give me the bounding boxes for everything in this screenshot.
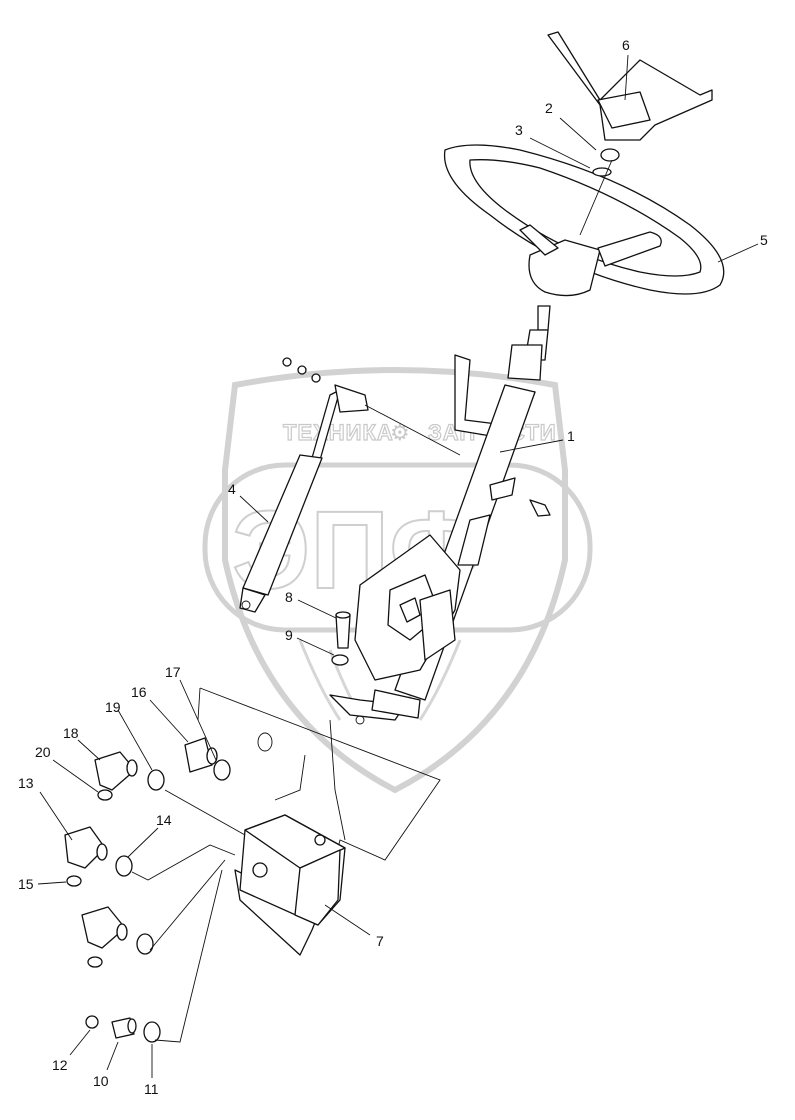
callout-6: 6 bbox=[622, 37, 630, 53]
callout-1: 1 bbox=[567, 428, 575, 444]
callout-labels: 1 2 3 4 5 6 7 8 9 10 11 12 13 14 15 16 1… bbox=[18, 37, 768, 1097]
callout-3: 3 bbox=[515, 122, 523, 138]
elbow-fitting-18 bbox=[94, 751, 138, 791]
callout-11: 11 bbox=[144, 1081, 159, 1097]
elbow-fitting-13 bbox=[64, 826, 108, 869]
callout-4: 4 bbox=[228, 481, 236, 497]
gas-strut bbox=[239, 357, 369, 613]
hub-cover bbox=[547, 31, 713, 141]
callout-17: 17 bbox=[165, 664, 181, 680]
watermark-brand-left: ТЕХНИКА bbox=[283, 420, 394, 445]
callout-16: 16 bbox=[131, 684, 147, 700]
o-ring-15 bbox=[66, 875, 82, 887]
o-ring-20 bbox=[97, 789, 113, 801]
adapter-10 bbox=[111, 1017, 137, 1039]
o-ring-lower-small bbox=[87, 956, 103, 968]
elbow-fitting-lower bbox=[81, 906, 128, 949]
callout-10: 10 bbox=[93, 1073, 109, 1089]
o-ring-19 bbox=[147, 769, 165, 791]
callout-7: 7 bbox=[376, 933, 384, 949]
nut bbox=[600, 148, 620, 162]
callout-14: 14 bbox=[156, 812, 172, 828]
bolt-washer bbox=[331, 654, 349, 666]
assembly-lines bbox=[131, 159, 613, 1043]
o-ring-11 bbox=[143, 1021, 161, 1043]
callout-9: 9 bbox=[285, 627, 293, 643]
steering-column bbox=[329, 305, 551, 725]
callout-2: 2 bbox=[545, 100, 553, 116]
steering-wheel bbox=[443, 144, 725, 297]
watermark-shield bbox=[222, 367, 568, 794]
gear-icon: ⚙ bbox=[390, 421, 410, 446]
o-ring-14 bbox=[115, 855, 133, 877]
callout-12: 12 bbox=[52, 1057, 68, 1073]
callout-13: 13 bbox=[18, 775, 34, 791]
fitting-16 bbox=[184, 737, 218, 773]
callout-18: 18 bbox=[63, 725, 79, 741]
leader-lines bbox=[37, 54, 759, 1078]
o-ring-17 bbox=[213, 759, 231, 781]
callout-15: 15 bbox=[18, 876, 34, 892]
callout-19: 19 bbox=[105, 699, 121, 715]
steering-valve bbox=[234, 814, 346, 956]
bolt bbox=[335, 611, 351, 649]
callout-5: 5 bbox=[760, 232, 768, 248]
callout-20: 20 bbox=[35, 744, 51, 760]
o-ring-lower bbox=[136, 933, 154, 955]
o-ring-12 bbox=[85, 1015, 99, 1029]
callout-8: 8 bbox=[285, 589, 293, 605]
